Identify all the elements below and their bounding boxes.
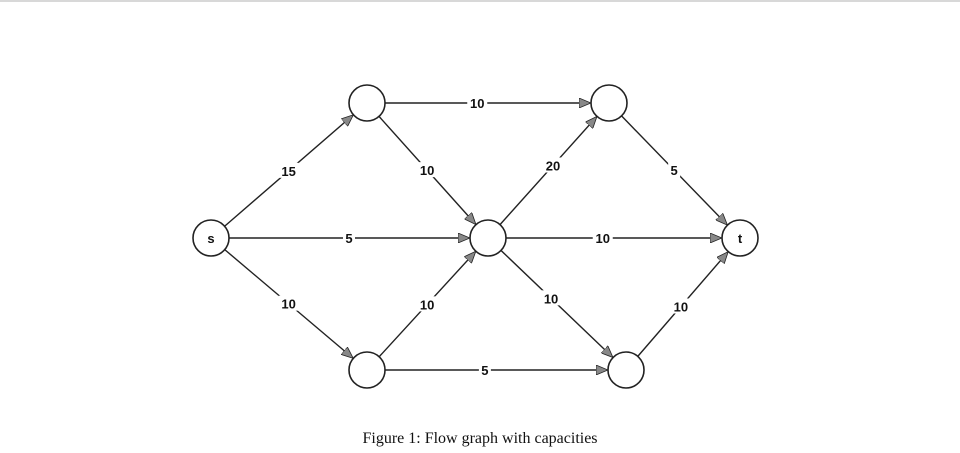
capacity-label-s-c: 5 bbox=[345, 231, 352, 246]
capacity-label-background bbox=[541, 290, 562, 306]
capacity-labels-layer: 15 5 10 10 10 10 5 20 10 10 5 10 bbox=[278, 95, 691, 378]
capacity-label-a-d: 10 bbox=[470, 96, 484, 111]
capacity-label-background bbox=[478, 362, 491, 377]
node-a bbox=[348, 84, 386, 122]
capacity-label-background bbox=[467, 95, 488, 110]
capacity-label-c-e: 10 bbox=[544, 291, 558, 306]
capacity-label-background bbox=[592, 230, 613, 245]
capacity-label-s-b: 10 bbox=[281, 297, 295, 312]
node-b bbox=[348, 351, 386, 389]
node-d bbox=[590, 84, 628, 122]
capacity-label-a-c: 10 bbox=[420, 163, 434, 178]
capacity-label-background bbox=[668, 162, 681, 178]
node-label-s: s bbox=[207, 231, 214, 246]
capacity-label-b-e: 5 bbox=[481, 363, 488, 378]
capacity-label-d-t: 5 bbox=[671, 163, 678, 178]
capacity-label-background bbox=[278, 162, 299, 178]
capacity-label-c-t: 10 bbox=[596, 231, 610, 246]
node-e bbox=[607, 351, 645, 389]
capacity-label-background bbox=[417, 296, 438, 312]
node-c bbox=[469, 219, 507, 257]
capacity-label-background bbox=[670, 298, 691, 314]
capacity-label-background bbox=[417, 162, 438, 178]
capacity-label-s-a: 15 bbox=[281, 164, 295, 179]
capacity-label-c-d: 20 bbox=[546, 158, 560, 173]
node-t bbox=[721, 219, 759, 257]
node-label-t: t bbox=[738, 231, 743, 246]
capacity-label-background bbox=[542, 157, 563, 173]
figure-caption: Figure 1: Flow graph with capacities bbox=[362, 430, 598, 447]
capacity-label-e-t: 10 bbox=[674, 299, 688, 314]
node-s bbox=[192, 219, 230, 257]
capacity-label-b-c: 10 bbox=[420, 297, 434, 312]
capacity-label-background bbox=[343, 230, 355, 245]
capacity-label-background bbox=[278, 295, 299, 311]
